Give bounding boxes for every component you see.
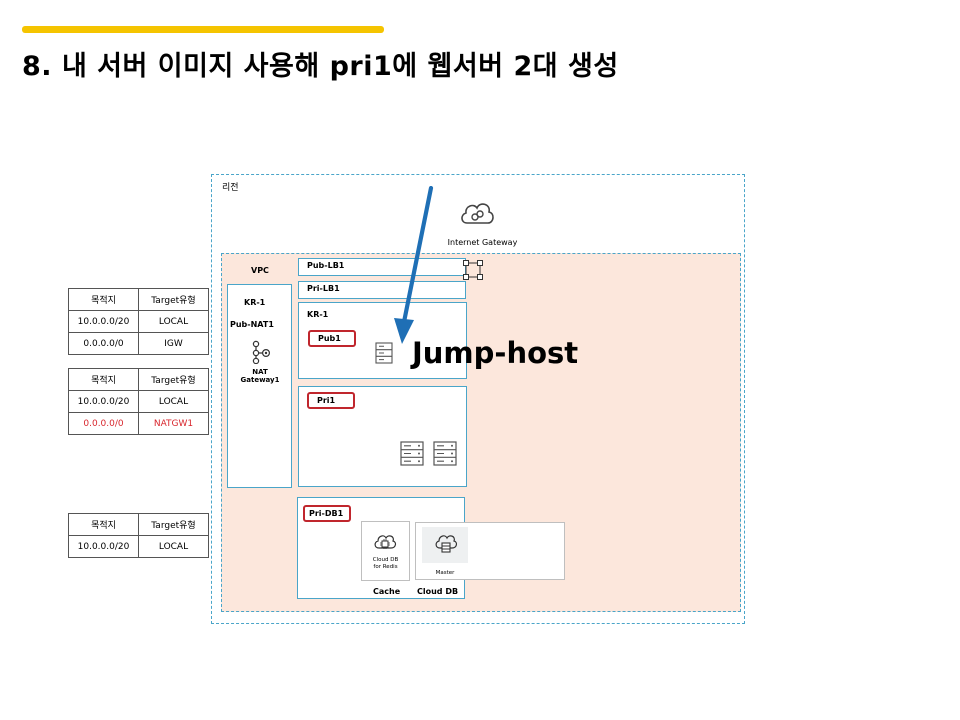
route-table-private: 목적지 Target유형 10.0.0.0/20 LOCAL 0.0.0.0/0…	[68, 368, 209, 435]
clouddb-label: Cloud DB	[417, 587, 459, 596]
redis-cloud-db-icon	[374, 535, 397, 549]
nat-gateway-icon	[252, 340, 271, 364]
header-target-type: Target유형	[138, 288, 209, 311]
jump-host-label: Jump-host	[412, 336, 579, 370]
pri-lb1-bar: Pri-LB1	[298, 281, 466, 299]
web-server-icon	[400, 441, 424, 466]
zone-label: KR-1	[307, 310, 329, 319]
master-db-icon	[435, 535, 458, 553]
cloud-gateway-icon	[461, 203, 494, 224]
redis-label: Cloud DB for Redis	[363, 557, 408, 570]
route-destination: 10.0.0.0/20	[68, 390, 139, 413]
page-title: 8. 내 서버 이미지 사용해 pri1에 웹서버 2대 생성	[22, 51, 619, 82]
table-row: 10.0.0.0/20 LOCAL	[68, 390, 209, 413]
internet-gateway-label: Internet Gateway	[440, 238, 525, 248]
load-balancer-icon	[463, 260, 483, 280]
route-table-header: 목적지 Target유형	[68, 368, 209, 391]
cache-label: Cache	[373, 587, 401, 596]
nat-subnet-label: Pub-NAT1	[230, 320, 274, 329]
route-table-header: 목적지 Target유형	[68, 288, 209, 311]
header-destination: 목적지	[68, 368, 139, 391]
route-target: LOCAL	[138, 535, 209, 558]
header-destination: 목적지	[68, 288, 139, 311]
route-table-public: 목적지 Target유형 10.0.0.0/20 LOCAL 0.0.0.0/0…	[68, 288, 209, 355]
route-table-header: 목적지 Target유형	[68, 513, 209, 536]
pri1-tag: Pri1	[307, 392, 355, 409]
region-label: 리전	[222, 183, 239, 193]
route-target: LOCAL	[138, 310, 209, 333]
nat-gateway-label-line2: Gateway1	[240, 376, 280, 385]
table-row: 0.0.0.0/0 NATGW1	[68, 412, 209, 435]
region-box	[211, 174, 745, 624]
header-destination: 목적지	[68, 513, 139, 536]
redis-label-line2: for Redis	[373, 563, 398, 570]
table-row: 10.0.0.0/20 LOCAL	[68, 535, 209, 558]
route-table-db: 목적지 Target유형 10.0.0.0/20 LOCAL	[68, 513, 209, 558]
pri-db1-tag: Pri-DB1	[303, 505, 351, 522]
route-destination: 10.0.0.0/20	[68, 535, 139, 558]
access-arrow	[394, 186, 434, 344]
web-server-icon	[433, 441, 457, 466]
jump-host-server-icon	[375, 342, 393, 364]
pub-lb1-bar: Pub-LB1	[298, 258, 466, 276]
route-target: IGW	[138, 332, 209, 355]
pub1-tag: Pub1	[308, 330, 356, 347]
redis-card	[361, 521, 410, 581]
vpc-label: VPC	[251, 266, 269, 275]
table-row: 0.0.0.0/0 IGW	[68, 332, 209, 355]
route-destination: 0.0.0.0/0	[68, 412, 139, 435]
table-row: 10.0.0.0/20 LOCAL	[68, 310, 209, 333]
nat-gateway-label: NAT Gateway1	[230, 368, 290, 385]
route-destination: 0.0.0.0/0	[68, 332, 139, 355]
route-destination: 10.0.0.0/20	[68, 310, 139, 333]
nat-gateway-label-line1: NAT	[252, 368, 268, 376]
route-target: LOCAL	[138, 390, 209, 413]
nat-subnet-column	[227, 284, 292, 488]
header-target-type: Target유형	[138, 368, 209, 391]
route-target: NATGW1	[138, 412, 209, 435]
redis-label-line1: Cloud DB	[372, 557, 399, 563]
nat-zone-label: KR-1	[244, 298, 266, 307]
header-target-type: Target유형	[138, 513, 209, 536]
master-label: Master	[435, 570, 455, 576]
title-accent-bar	[22, 26, 384, 33]
